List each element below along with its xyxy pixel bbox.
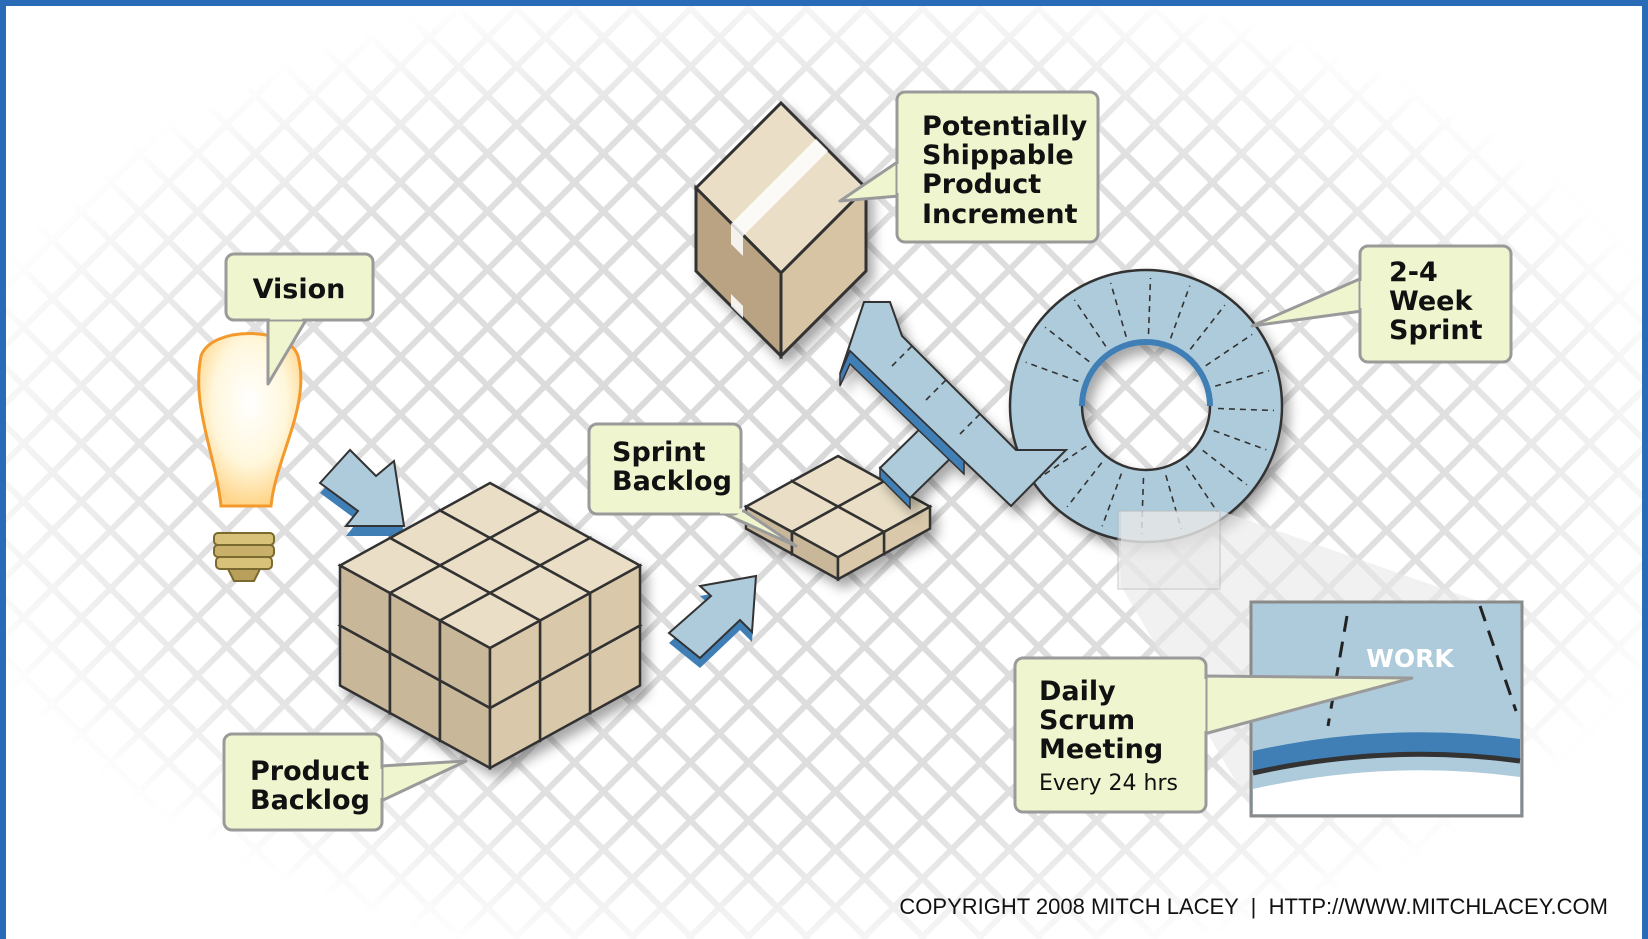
sprint-callout: 2-4 Week Sprint: [1250, 244, 1513, 364]
arrow-vision-to-backlog-icon: [318, 448, 406, 536]
daily-scrum-label-line2: Scrum: [1039, 705, 1135, 736]
increment-label-line3: Product: [922, 169, 1041, 200]
arrow-backlog-to-sprint-icon: [667, 574, 758, 668]
increment-label-line2: Shippable: [922, 140, 1074, 171]
sprint-label-line1: 2-4: [1389, 257, 1438, 288]
lightbulb-icon: [197, 332, 303, 582]
increment-label-line1: Potentially: [922, 111, 1088, 142]
product-backlog-cube: [337, 481, 643, 771]
increment-label-line4: Increment: [922, 199, 1078, 230]
work-label: WORK: [1366, 644, 1455, 673]
increment-callout: Potentially Shippable Product Increment: [838, 90, 1100, 244]
vision-label: Vision: [253, 274, 346, 305]
diagram-frame: WORK Vision Product Backlog Sprint Backl…: [6, 6, 1642, 939]
daily-scrum-label-line1: Daily: [1039, 676, 1116, 707]
product-backlog-callout: Product Backlog: [222, 732, 468, 832]
product-backlog-label-line1: Product: [250, 756, 369, 787]
shippable-box-icon: [693, 100, 869, 360]
vision-callout: Vision: [224, 252, 375, 386]
product-backlog-label-line2: Backlog: [250, 785, 370, 816]
scrum-diagram: WORK Vision Product Backlog Sprint Backl…: [6, 6, 1642, 939]
sprint-loop: [839, 268, 1284, 544]
copyright-text: COPYRIGHT 2008 MITCH LACEY | HTTP://WWW.…: [899, 894, 1608, 919]
sprint-backlog-callout: Sprint Backlog: [587, 422, 798, 548]
daily-scrum-frequency: Every 24 hrs: [1039, 771, 1178, 796]
daily-scrum-label-line3: Meeting: [1039, 734, 1163, 765]
sprint-backlog-cubes: [743, 454, 933, 582]
sprint-label-line3: Sprint: [1389, 315, 1483, 346]
sprint-backlog-label-line2: Backlog: [612, 466, 732, 497]
daily-scrum-callout: Daily Scrum Meeting Every 24 hrs: [1013, 656, 1414, 814]
sprint-label-line2: Week: [1389, 286, 1473, 317]
sprint-backlog-label-line1: Sprint: [612, 437, 706, 468]
